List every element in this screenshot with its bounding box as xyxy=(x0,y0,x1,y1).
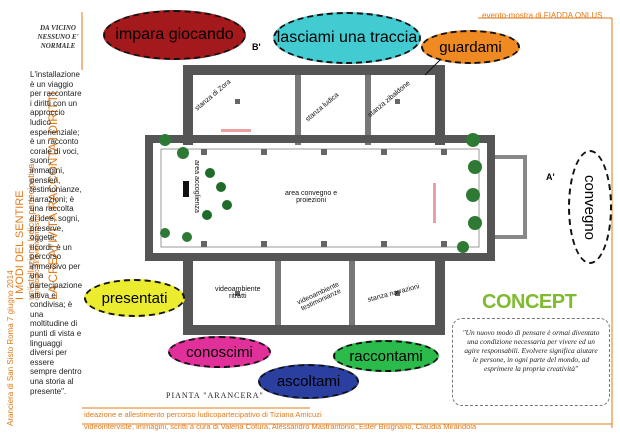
concept-quote: "Un nuovo modo di pensare è ormai divent… xyxy=(452,318,610,406)
bubble-ascoltami: ascoltami xyxy=(258,364,359,399)
bubble-impara-giocando: impara giocando xyxy=(103,10,246,60)
credits-line-1: ideazione e allestimento percorso ludico… xyxy=(84,410,322,419)
floor-plan xyxy=(145,55,527,335)
area-accoglienza: area accoglienza xyxy=(193,160,200,213)
room-ritratti-line-2: ritratti xyxy=(229,293,247,300)
room-ritratti: videoambiente ritratti xyxy=(215,286,261,300)
bubble-guardami: guardami xyxy=(421,30,520,64)
room-ritratti-line-1: videoambiente xyxy=(215,286,261,293)
concept-title: CONCEPT xyxy=(482,291,577,313)
area-convegno-line-2: proiezioni xyxy=(296,197,327,204)
description-text: L'installazione è un viaggio per raccont… xyxy=(30,70,82,396)
bubble-conoscimi: conoscimi xyxy=(168,336,271,368)
bubble-convegno: convegno xyxy=(568,150,612,264)
event-label: evento-mostra di FIADDA ONLUS xyxy=(482,11,603,20)
bubble-convegno-label: convegno xyxy=(581,174,599,240)
badge-line-3: NORMALE xyxy=(40,42,76,50)
area-convegno: area convegno e proiezioni xyxy=(285,190,337,204)
bubble-raccontami: raccontami xyxy=(333,340,439,372)
title-line-1: I MODI DEL SENTIRE xyxy=(14,190,26,300)
bubble-lasciami-una-traccia: lasciami una traccia xyxy=(273,12,421,64)
mark-b: B' xyxy=(252,42,261,52)
mark-a: A' xyxy=(546,172,555,182)
plan-label: PIANTA "ARANCERA" xyxy=(166,391,264,400)
area-convegno-line-1: area convegno e xyxy=(285,190,338,197)
normal-badge: DA VICINO NESSUNO E' NORMALE xyxy=(32,24,84,51)
bubble-presentati: presentati xyxy=(84,279,185,317)
badge-line-2: NESSUNO E' xyxy=(37,33,79,41)
badge-line-1: DA VICINO xyxy=(40,24,76,32)
credits-line-2: videointerviste, immagini, scritti a cur… xyxy=(84,422,477,431)
